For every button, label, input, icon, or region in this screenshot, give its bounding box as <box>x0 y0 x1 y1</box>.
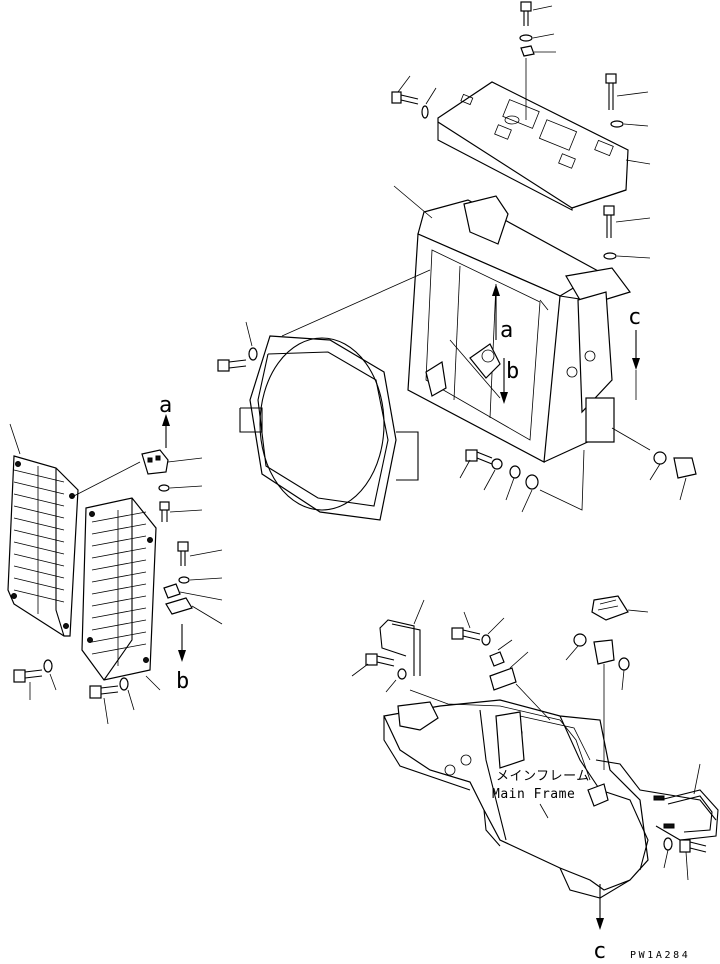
drawing-code: PW1A284 <box>630 950 690 961</box>
handle-bracket-right <box>655 763 719 881</box>
radiator-frame <box>393 185 631 463</box>
hose-line-2 <box>519 715 591 761</box>
main-frame-label-jp: メインフレーム <box>496 769 590 784</box>
arrow-b-left <box>178 624 186 662</box>
callout-c-lower: c <box>593 939 606 964</box>
hose-line <box>409 689 591 781</box>
main-frame <box>383 699 717 899</box>
frame-hardware-lower <box>459 449 585 513</box>
bolt-shroud-left <box>217 321 258 372</box>
callout-a-upper: a <box>500 318 513 343</box>
mount-cluster-right <box>565 595 649 807</box>
frame-side-spacers <box>611 427 697 501</box>
handle-bracket-left <box>351 599 425 693</box>
callout-c-upper: c <box>628 305 641 330</box>
center-hardware <box>451 611 551 721</box>
callout-a-left: a <box>159 393 172 418</box>
main-frame-label-en: Main Frame <box>492 787 575 802</box>
top-cover-plate <box>437 81 629 211</box>
arrow-c-upper <box>632 330 640 400</box>
bolt-top-left <box>391 75 437 119</box>
arrow-a-left <box>162 414 170 448</box>
radiator-grille-front <box>81 497 157 681</box>
bolts-lower-left <box>13 659 161 725</box>
bolt-frame-right <box>603 205 651 260</box>
callout-b-left: b <box>176 669 189 694</box>
fan-shroud <box>239 269 431 521</box>
bolt-top-right <box>605 73 651 165</box>
grille-bracket-hardware <box>141 449 223 625</box>
callout-b-upper: b <box>506 359 519 384</box>
arrow-a-upper <box>492 284 500 340</box>
arrow-b-upper <box>500 358 508 404</box>
radiator-grille-rear <box>7 423 141 637</box>
arrow-c-lower <box>596 884 604 930</box>
bolt-top-center <box>519 1 556 120</box>
